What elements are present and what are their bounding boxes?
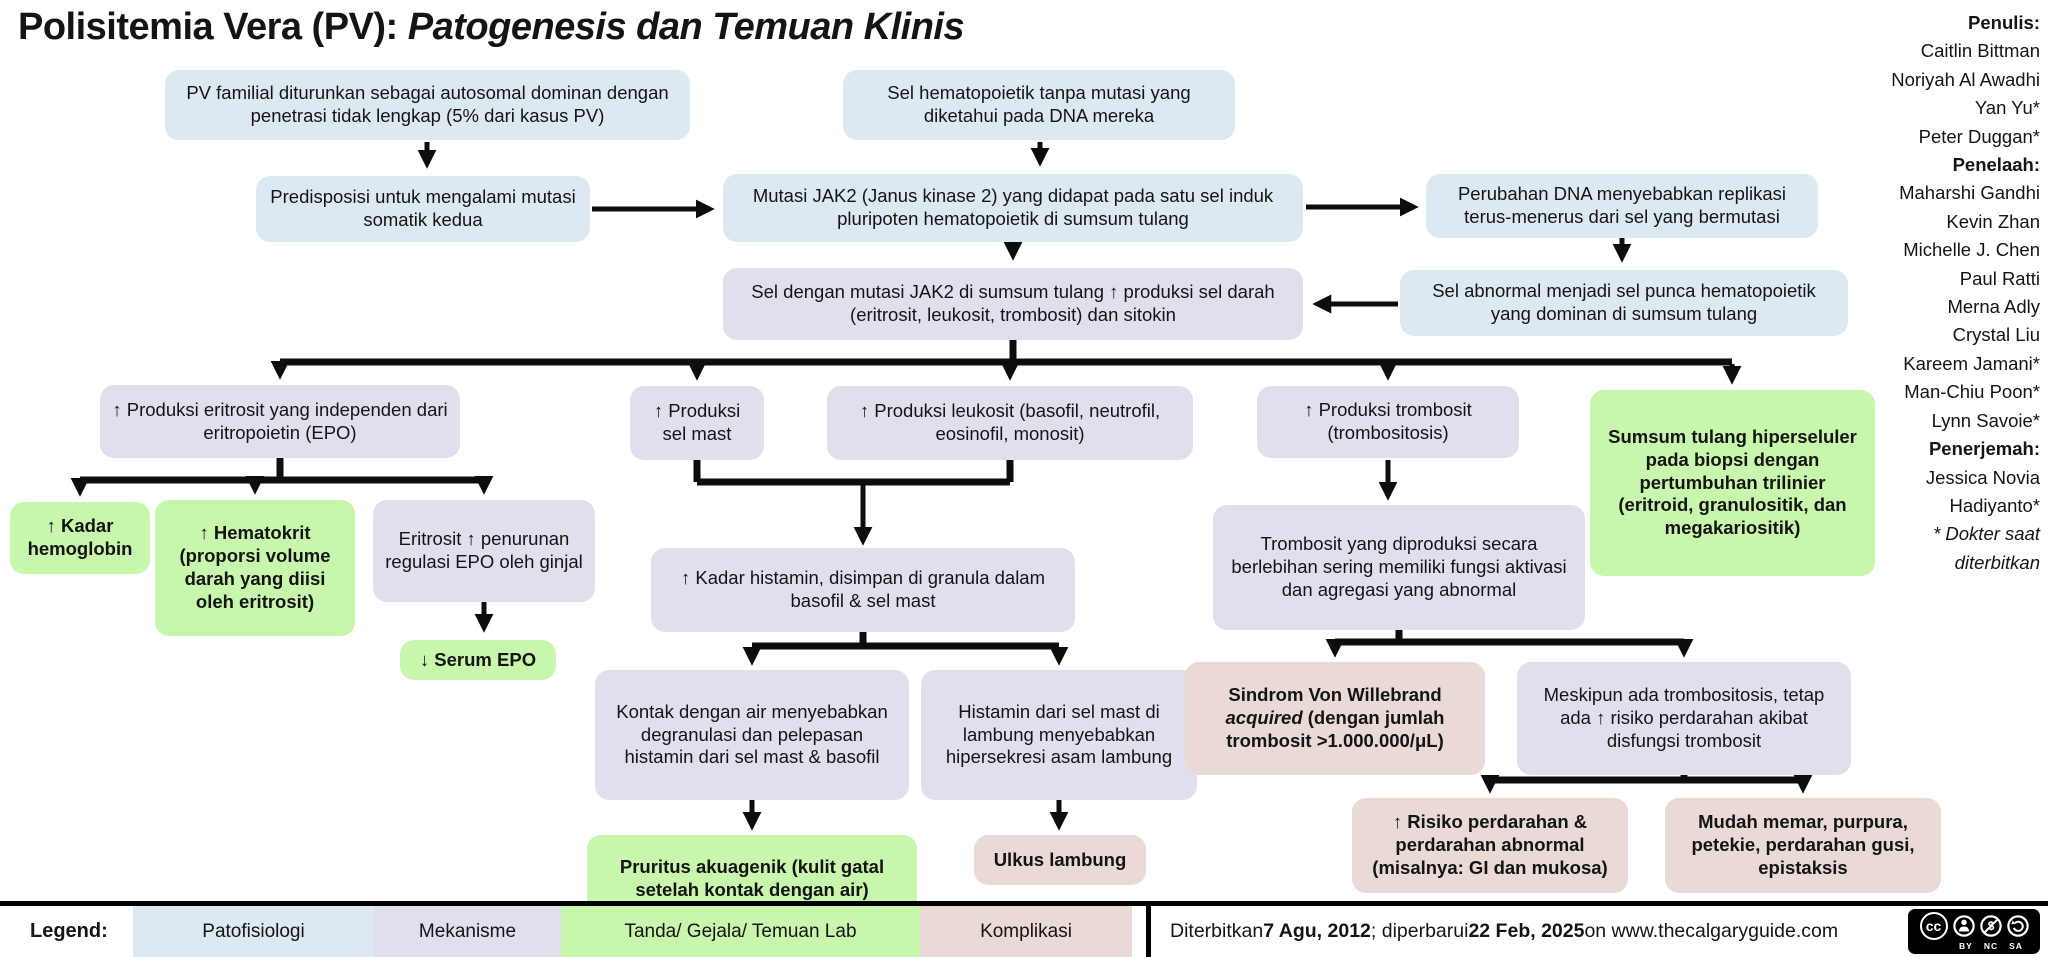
cc-license-badge[interactable]: cc $ BY NC SA: [1908, 909, 2040, 954]
legend-item-patofisiologi: Patofisiologi: [133, 906, 374, 957]
box-serum-epo: ↓ Serum EPO: [400, 640, 556, 680]
box-abnormal-stem-cell: Sel abnormal menjadi sel punca hematopoi…: [1400, 270, 1848, 336]
credits-line: Crystal Liu: [1952, 324, 2040, 346]
legend-divider: [1146, 906, 1151, 957]
box-hematokrit: ↑ Hematokrit (proporsi volume darah yang…: [155, 500, 355, 636]
cc-icon: cc: [1919, 912, 1948, 940]
box-von-willebrand: Sindrom Von Willebrand acquired (dengan …: [1185, 662, 1485, 775]
site-url: on www.thecalgaryguide.com: [1584, 920, 1839, 942]
credits-line: Maharshi Gandhi: [1899, 182, 2040, 204]
box-jak2-marrow-production: Sel dengan mutasi JAK2 di sumsum tulang …: [723, 268, 1303, 340]
cc-nc-label: NC: [1983, 941, 1999, 951]
credits-line: Merna Adly: [1947, 296, 2040, 318]
page-title: Polisitemia Vera (PV): Patogenesis dan T…: [18, 6, 965, 49]
credits-line: * Dokter saat: [1933, 523, 2040, 545]
box-kontak-air: Kontak dengan air menyebabkan degranulas…: [595, 670, 909, 800]
vwd-text: Sindrom Von Willebrand acquired (dengan …: [1195, 684, 1475, 753]
credits-line: Kareem Jamani*: [1903, 352, 2040, 374]
credits-column: Penulis: Caitlin Bittman Noriyah Al Awad…: [1810, 9, 2040, 577]
box-eritrosit-production: ↑ Produksi eritrosit yang independen dar…: [100, 385, 460, 458]
credits-line: diterbitkan: [1954, 551, 2040, 573]
box-mudah-memar: Mudah memar, purpura, petekie, perdaraha…: [1665, 798, 1941, 893]
legend-item-tanda-gejala: Tanda/ Gejala/ Temuan Lab: [561, 906, 920, 957]
credits-line: Jessica Novia: [1925, 466, 2040, 488]
cc-by-label: BY: [1959, 941, 1973, 951]
credits-line: Man-Chiu Poon*: [1904, 381, 2040, 403]
title-main: Polisitemia Vera (PV):: [18, 6, 408, 48]
box-hemoglobin: ↑ Kadar hemoglobin: [10, 502, 150, 574]
credits-line: Michelle J. Chen: [1903, 239, 2040, 261]
box-ulkus-lambung: Ulkus lambung: [974, 835, 1146, 885]
credits-line: Penerjemah:: [1928, 438, 2040, 460]
credits-line: Peter Duggan*: [1918, 125, 2040, 147]
cc-by-person-icon: [1952, 915, 1975, 937]
credits-line: Yan Yu*: [1974, 97, 2040, 119]
cc-sa-arrow-icon: [2006, 915, 2029, 937]
legend-label: Legend:: [30, 920, 108, 942]
box-eritrosit-epo-regulation: Eritrosit ↑ penurunan regulasi EPO oleh …: [373, 500, 595, 602]
legend-item-mekanisme: Mekanisme: [374, 906, 561, 957]
box-jak2-mutation: Mutasi JAK2 (Janus kinase 2) yang didapa…: [723, 174, 1303, 242]
credits-line: Penulis:: [1968, 12, 2040, 33]
cc-icon-row: cc $: [1919, 912, 2029, 940]
credits-line: Lynn Savoie*: [1931, 409, 2040, 431]
vwd-acquired: acquired: [1225, 707, 1303, 729]
credits-line: Paul Ratti: [1959, 267, 2040, 289]
cc-labels: BY NC SA: [1959, 941, 2023, 951]
box-pv-familial: PV familial diturunkan sebagai autosomal…: [165, 70, 690, 140]
box-leukosit-production: ↑ Produksi leukosit (basofil, neutrofil,…: [827, 386, 1193, 460]
box-dna-change: Perubahan DNA menyebabkan replikasi teru…: [1426, 174, 1818, 238]
credits-line: Kevin Zhan: [1946, 210, 2040, 232]
credits-line: Penelaah:: [1952, 154, 2040, 176]
box-no-known-mutation: Sel hematopoietik tanpa mutasi yang dike…: [843, 70, 1235, 140]
credits-line: Noriyah Al Awadhi: [1891, 68, 2040, 90]
pub-text: ; diperbarui: [1370, 920, 1469, 942]
box-marrow-biopsy: Sumsum tulang hiperseluler pada biopsi d…: [1590, 390, 1875, 576]
box-histamin-level: ↑ Kadar histamin, disimpan di granula da…: [651, 548, 1075, 632]
box-trombosit-production: ↑ Produksi trombosit (trombositosis): [1257, 386, 1519, 458]
box-risiko-perdarahan: ↑ Risiko perdarahan & perdarahan abnorma…: [1352, 798, 1628, 893]
vwd-part3: (dengan jumlah trombosit >1.000.000/μL): [1226, 707, 1445, 751]
publish-date: 7 Agu, 2012: [1263, 920, 1371, 942]
box-meskipun-trombositosis: Meskipun ada trombositosis, tetap ada ↑ …: [1517, 662, 1851, 775]
title-subtitle: Patogenesis dan Temuan Klinis: [407, 6, 965, 48]
credits-line: Hadiyanto*: [1949, 494, 2040, 516]
cc-nc-dollar-icon: $: [1979, 915, 2002, 937]
pub-text: Diterbitkan: [1170, 920, 1264, 942]
cc-sa-label: SA: [2009, 941, 2023, 951]
legend-bar: Legend: Patofisiologi Mekanisme Tanda/ G…: [0, 901, 2048, 957]
box-mast-cell-production: ↑ Produksi sel mast: [630, 386, 764, 460]
vwd-part1: Sindrom Von Willebrand: [1228, 684, 1442, 706]
publication-info: Diterbitkan 7 Agu, 2012; diperbarui 22 F…: [1170, 906, 1838, 957]
box-predisposition: Predisposisi untuk mengalami mutasi soma…: [256, 176, 590, 242]
cc-logo-text: cc: [1925, 918, 1942, 934]
legend-item-komplikasi: Komplikasi: [920, 906, 1132, 957]
box-histamin-lambung: Histamin dari sel mast di lambung menyeb…: [921, 670, 1197, 800]
update-date: 22 Feb, 2025: [1468, 920, 1585, 942]
box-trombosit-abnormal: Trombosit yang diproduksi secara berlebi…: [1213, 505, 1585, 630]
credits-line: Caitlin Bittman: [1920, 40, 2040, 62]
